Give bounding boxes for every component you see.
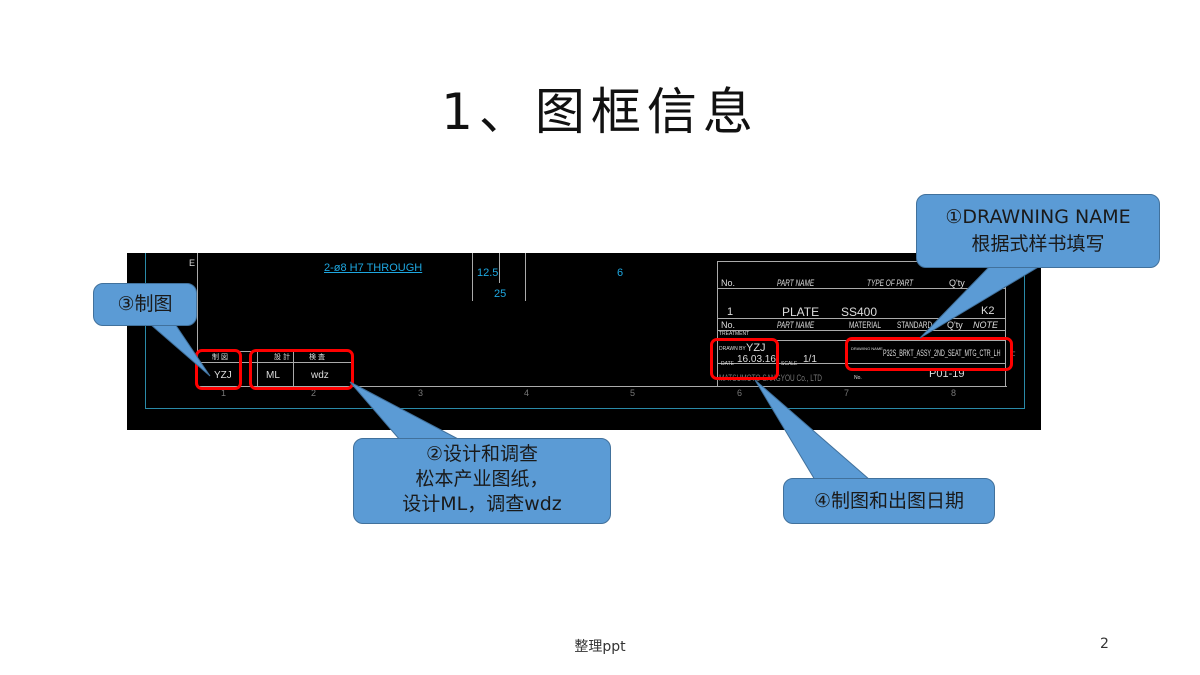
- col-header: STANDARD: [897, 320, 933, 330]
- label-check: 検 査: [309, 354, 325, 361]
- date-label: DATE: [721, 361, 734, 367]
- callout-text: 设计ML，调查wdz: [402, 493, 562, 515]
- zone-label: 6: [737, 388, 743, 398]
- callout-text: ③制图: [117, 293, 173, 315]
- drawing-no-label: No.: [854, 375, 862, 381]
- label-design: 設 計: [274, 354, 290, 361]
- date-value: 16.03.16: [737, 354, 776, 365]
- material: SS400: [841, 305, 878, 319]
- col-header: PART NAME: [777, 278, 815, 288]
- label-draw: 制 図: [212, 354, 228, 361]
- callout-drawing-name: ①DRAWNING NAME 根据式样书填写: [916, 194, 1160, 268]
- row-label: E: [189, 258, 196, 268]
- col-header: Q'ty: [949, 278, 965, 288]
- part-no: 1: [727, 306, 734, 318]
- callout-draw: ③制图: [93, 283, 197, 326]
- col-header: NOTE: [973, 320, 999, 330]
- hole-note: 2-ø8 H7 THROUGH: [324, 262, 423, 274]
- slide-title: 1、图框信息: [441, 83, 759, 141]
- design-value: ML: [266, 370, 280, 381]
- callout-text: ①DRAWNING NAME: [945, 206, 1131, 228]
- col-header: TYPE OF PART: [867, 278, 914, 288]
- col-header: No.: [721, 278, 736, 288]
- part-name: PLATE: [782, 305, 820, 319]
- zone-label: 8: [951, 388, 957, 398]
- callout-text: 松本产业图纸，: [415, 468, 549, 490]
- highlight-draw: [195, 349, 242, 390]
- cad-drawing-frame: E 2-ø8 H7 THROUGH 12.5 25 6 制 図 YZJ 設 計 …: [127, 253, 1041, 430]
- drawn-by-label: DRAWN BY: [719, 346, 746, 352]
- highlight-drawing-name: [845, 337, 1013, 371]
- callout-text: ②设计和调查: [425, 443, 539, 465]
- callout-text: ④制图和出图日期: [813, 490, 965, 512]
- drawing-no-value: P01-19: [929, 368, 965, 380]
- col-header: MATERIAL: [849, 320, 881, 330]
- scale-value: 1/1: [803, 354, 817, 365]
- zone-label: 3: [418, 388, 424, 398]
- drawing-name-label: DRAWING NAME: [851, 346, 883, 351]
- col-header: PART NAME: [777, 320, 815, 330]
- qty: K2: [981, 305, 995, 317]
- dimension: 6: [617, 267, 624, 279]
- drawing-name-value: P32S_BRKT_ASSY_2ND_SEAT_MTG_CTR_LH: [883, 348, 1001, 358]
- col-header: Q'ty: [947, 320, 963, 330]
- dimension: 12.5: [477, 267, 499, 279]
- drawn-by-value: YZJ: [746, 342, 766, 354]
- treatment-label: TREATMENT: [719, 331, 750, 337]
- callout-text: 根据式样书填写: [971, 233, 1105, 255]
- highlight-drawn-date: [710, 338, 779, 380]
- zone-label: 1: [221, 388, 227, 398]
- zone-label: 2: [311, 388, 317, 398]
- dimension: 25: [494, 288, 507, 300]
- callout-design-check: ②设计和调查 松本产业图纸， 设计ML，调查wdz: [353, 438, 611, 524]
- zone-label: 5: [630, 388, 636, 398]
- check-value: wdz: [311, 370, 329, 381]
- scale-label: SCALE: [781, 361, 798, 367]
- zone-label: 4: [524, 388, 530, 398]
- draw-value: YZJ: [214, 370, 232, 381]
- callout-draw-date: ④制图和出图日期: [783, 478, 995, 524]
- page-number: 2: [1100, 636, 1109, 652]
- col-header: No.: [721, 320, 736, 330]
- highlight-design-check: [249, 349, 354, 390]
- footer-text: 整理ppt: [574, 639, 626, 655]
- zone-label: 7: [844, 388, 850, 398]
